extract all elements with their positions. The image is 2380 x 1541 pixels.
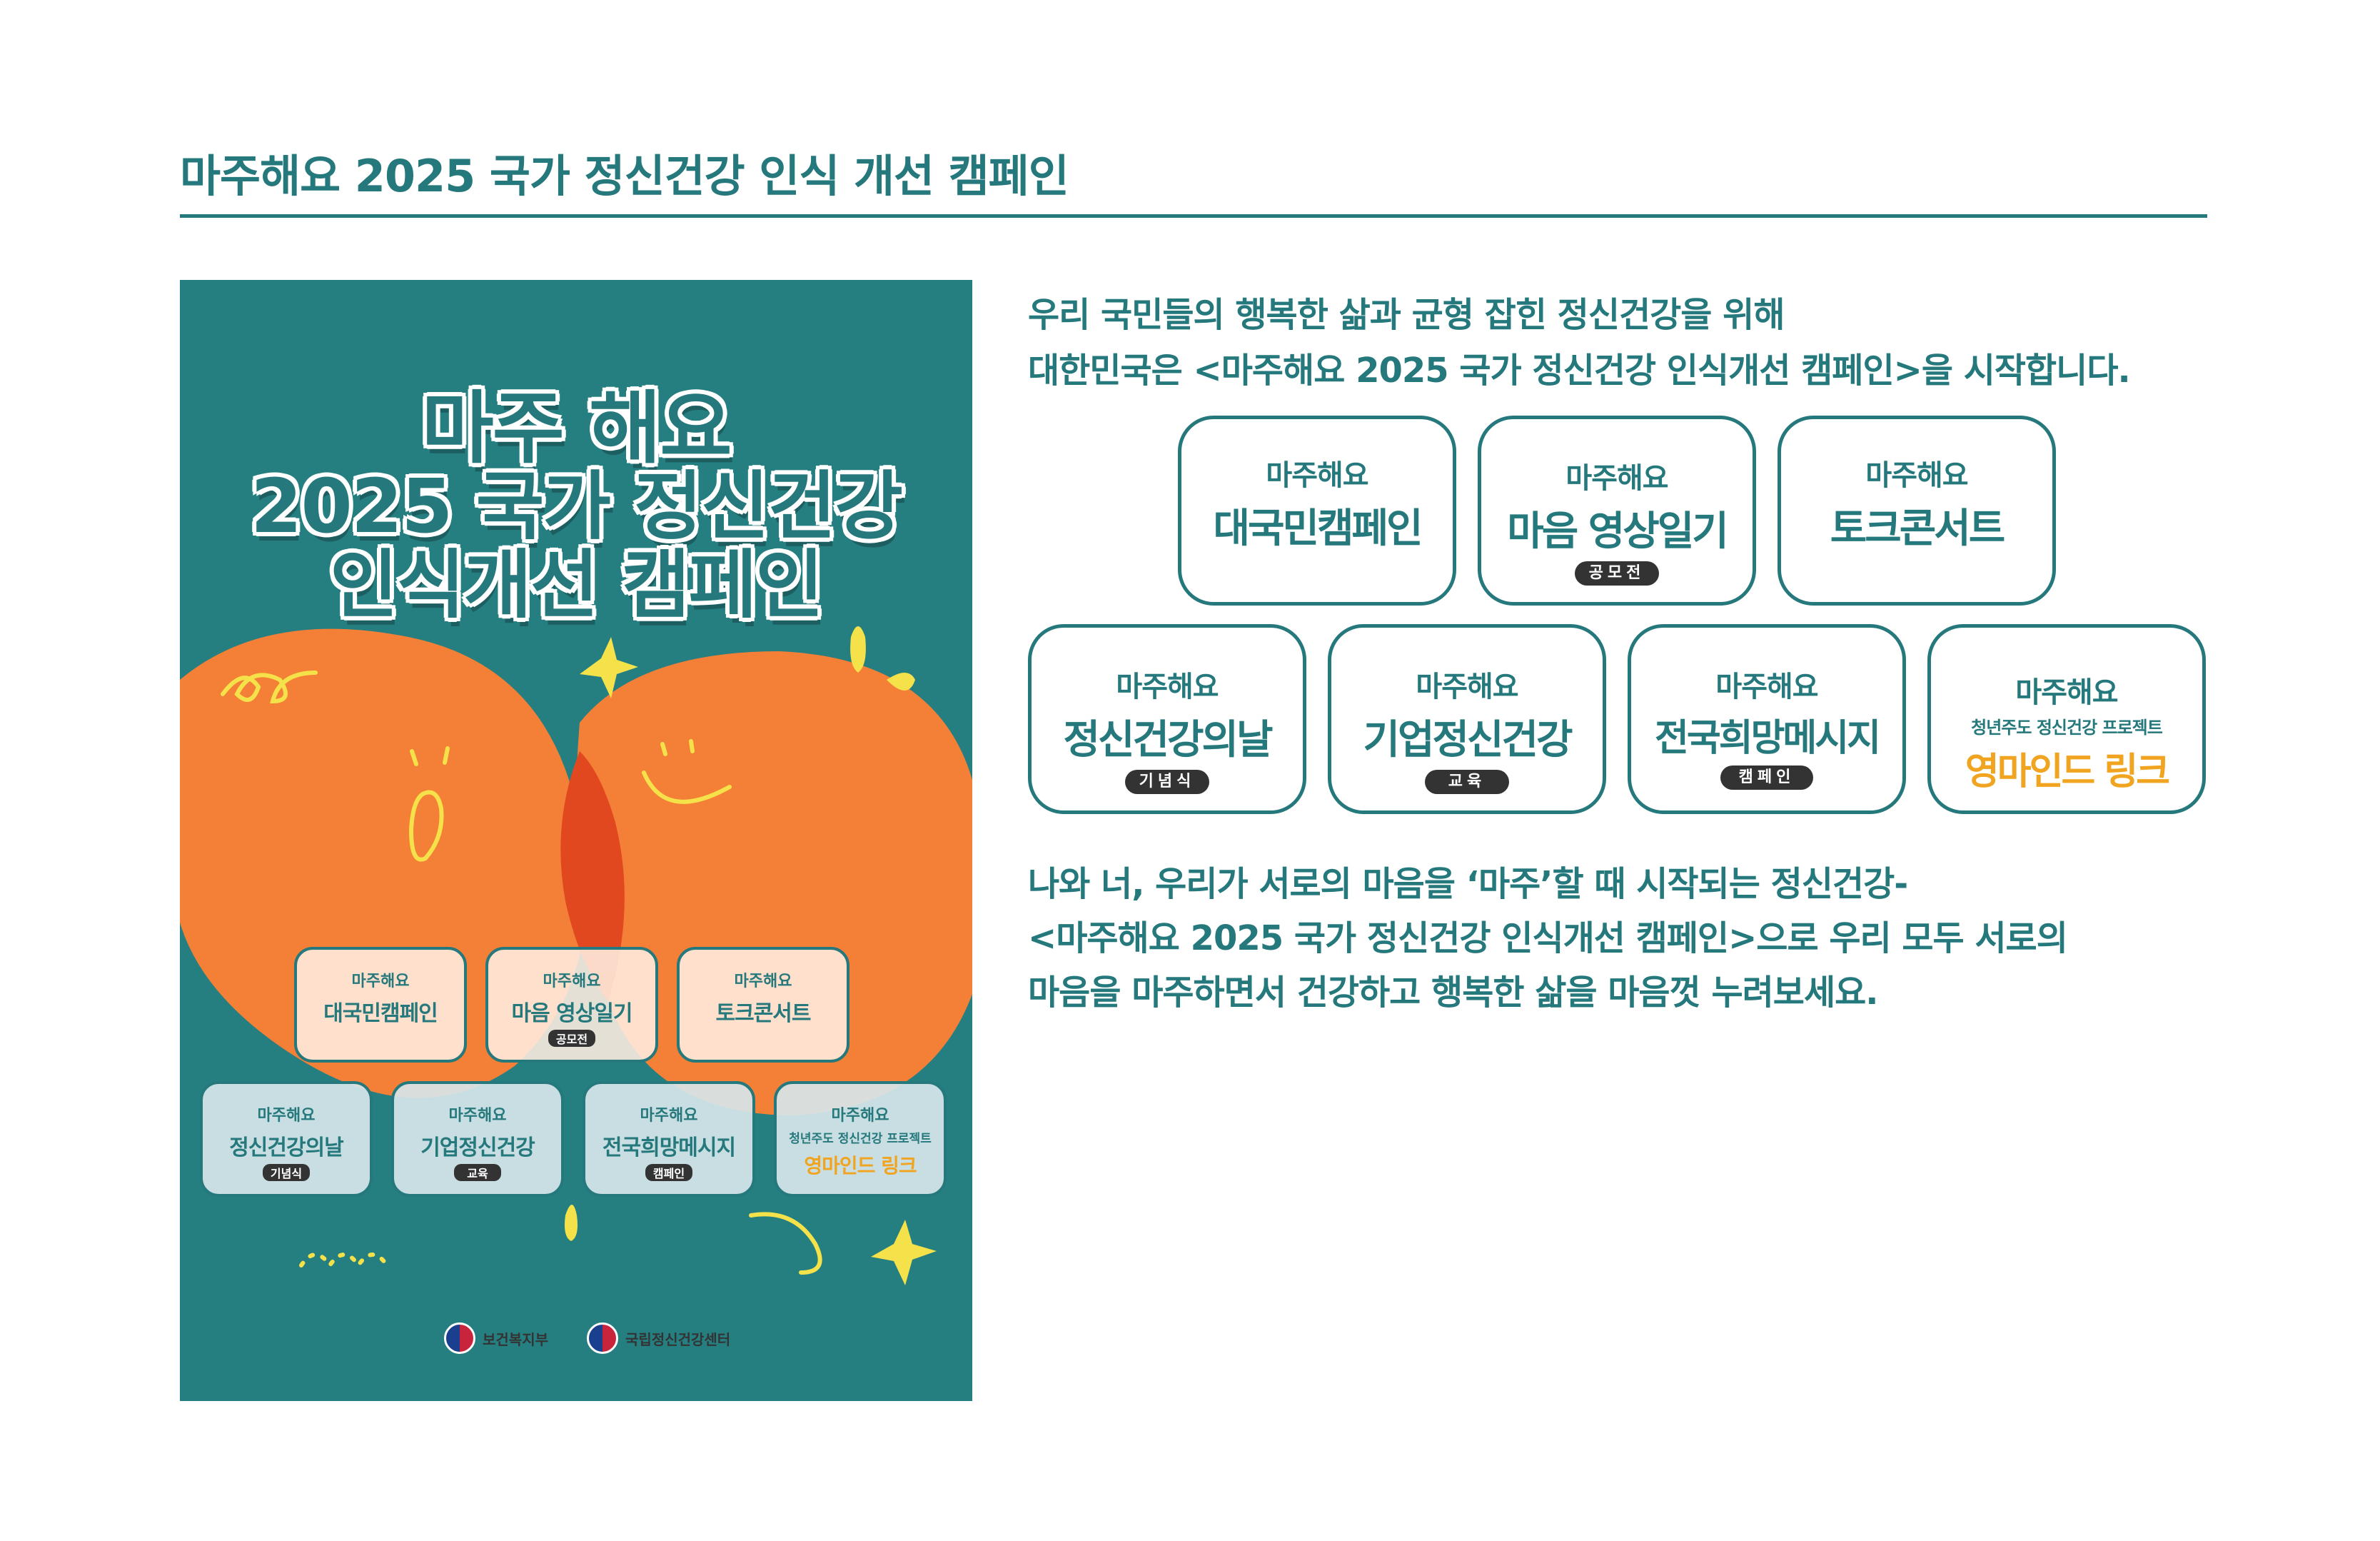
badge-sub: 교육 xyxy=(1425,770,1509,794)
mini-sub: 교육 xyxy=(454,1164,501,1181)
badge-brand: 마주해요 xyxy=(1565,462,1668,495)
poster-card-6: 마주해요 전국희망메시지 캠페인 xyxy=(583,1081,755,1197)
poster-title-brand: 마주 해요 xyxy=(421,383,732,474)
star-decoration xyxy=(580,637,638,698)
mini-name: 토크콘서트 xyxy=(715,1001,812,1026)
badge-brand: 마주해요 xyxy=(2015,676,2118,709)
badge-campaign: 마주해요 대국민캠페인 xyxy=(1178,416,1456,606)
badge-corporate-education: 마주해요 기업정신건강 교육 xyxy=(1328,624,1606,814)
campaign-poster: 마주 해요 2025 국가 정신건강 인식개선 캠페인 마주해요 대국민캠페인 … xyxy=(180,280,972,1401)
mini-brand: 마주해요 xyxy=(734,973,792,990)
mini-sub: 기념식 xyxy=(263,1164,310,1181)
intro-line-1: 우리 국민들의 행복한 삶과 균형 잡힌 정신건강을 위해 xyxy=(1028,295,1785,335)
outro-line-1: 나와 너, 우리가 서로의 마음을 ‘마주’할 때 시작되는 정신건강- xyxy=(1028,864,1908,904)
taegeuk-icon xyxy=(444,1322,475,1354)
footer-logo-mohw: 보건복지부 xyxy=(444,1322,548,1354)
overlap-shape xyxy=(560,751,625,1001)
left-face-shape xyxy=(180,628,587,1098)
mini-sub: 캠페인 xyxy=(645,1164,692,1181)
poster-title-line2: 2025 국가 정신건강 xyxy=(251,463,903,550)
footer-logo-text: 보건복지부 xyxy=(483,1330,548,1348)
badge-brand: 마주해요 xyxy=(1715,671,1818,703)
mini-brand: 마주해요 xyxy=(448,1107,507,1125)
poster-artwork xyxy=(180,280,972,1401)
mini-name: 기업정신건강 xyxy=(420,1135,535,1160)
badge-brand: 마주해요 xyxy=(1865,459,1968,492)
poster-card-3: 마주해요 토크콘서트 xyxy=(677,947,849,1063)
badge-mental-health-day: 마주해요 정신건강의날 기념식 xyxy=(1028,624,1306,814)
badge-brand: 마주해요 xyxy=(1266,459,1368,492)
right-face-doodle xyxy=(642,739,732,804)
curl-decoration xyxy=(749,1212,822,1275)
poster-card-5: 마주해요 기업정신건강 교육 xyxy=(391,1081,564,1197)
page-title: 마주해요 2025 국가 정신건강 인식 개선 캠페인 xyxy=(180,150,1069,202)
badge-talk-concert: 마주해요 토크콘서트 xyxy=(1778,416,2056,606)
outro-line-2: <마주해요 2025 국가 정신건강 인식개선 캠페인>으로 우리 모두 서로의 xyxy=(1028,918,2068,958)
badge-top: 청년주도 정신건강 프로젝트 xyxy=(1971,718,2163,738)
mini-brand: 마주해요 xyxy=(351,973,410,990)
outro-text: 나와 너, 우리가 서로의 마음을 ‘마주’할 때 시작되는 정신건강- <마주… xyxy=(1028,857,2227,1020)
title-divider xyxy=(180,214,2207,218)
dots-decoration xyxy=(299,1253,389,1270)
poster-card-7: 마주해요 청년주도 정신건강 프로젝트 영마인드 링크 xyxy=(774,1081,947,1197)
badge-name: 기업정신건강 xyxy=(1363,717,1573,763)
footer-logo-ncmh: 국립정신건강센터 xyxy=(587,1322,730,1354)
mini-name: 대국민캠페인 xyxy=(323,1001,438,1026)
drop-decoration xyxy=(850,626,866,673)
poster-card-2: 마주해요 마음 영상일기 공모전 xyxy=(485,947,658,1063)
badge-name: 전국희망메시지 xyxy=(1655,717,1881,760)
mini-brand: 마주해요 xyxy=(640,1107,698,1125)
right-face-shape xyxy=(576,651,972,1115)
badge-sub: 캠페인 xyxy=(1720,766,1813,790)
mini-sub: 공모전 xyxy=(548,1030,595,1047)
badge-young-mind-link: 마주해요 청년주도 정신건강 프로젝트 영마인드 링크 xyxy=(1927,624,2206,814)
badge-sub: 공모전 xyxy=(1575,561,1659,586)
mini-brand: 마주해요 xyxy=(257,1107,316,1125)
badge-name: 마음 영상일기 xyxy=(1507,508,1729,555)
mini-brand: 마주해요 xyxy=(543,973,601,990)
poster-card-1: 마주해요 대국민캠페인 xyxy=(294,947,467,1063)
mini-name: 전국희망메시지 xyxy=(602,1135,736,1160)
intro-line-2: 대한민국은 <마주해요 2025 국가 정신건강 인식개선 캠페인>을 시작합니… xyxy=(1028,351,2131,391)
mini-name: 정신건강의날 xyxy=(229,1135,344,1160)
poster-title-line3: 인식개선 캠페인 xyxy=(330,541,824,628)
squiggle-decoration xyxy=(221,671,318,704)
poster-card-4: 마주해요 정신건강의날 기념식 xyxy=(200,1081,373,1197)
intro-text: 우리 국민들의 행복한 삶과 균형 잡힌 정신건강을 위해 대한민국은 <마주해… xyxy=(1028,287,2227,398)
mini-brand: 마주해요 xyxy=(831,1107,889,1125)
mini-top: 청년주도 정신건강 프로젝트 xyxy=(789,1132,932,1146)
mini-name: 영마인드 링크 xyxy=(804,1154,917,1178)
sparkle-decoration xyxy=(871,1220,937,1285)
badge-name: 영마인드 링크 xyxy=(1965,751,2170,793)
badge-sub: 기념식 xyxy=(1125,770,1209,794)
left-face-doodle xyxy=(408,746,450,862)
badge-name: 정신건강의날 xyxy=(1063,717,1273,763)
badge-brand: 마주해요 xyxy=(1416,671,1518,703)
footer-logo-text: 국립정신건강센터 xyxy=(625,1330,731,1348)
badge-name: 토크콘서트 xyxy=(1830,506,2006,552)
drop-decoration-3 xyxy=(565,1205,578,1241)
mini-name: 마음 영상일기 xyxy=(511,1001,632,1026)
badge-name: 대국민캠페인 xyxy=(1213,506,1423,552)
outro-line-3: 마음을 마주하면서 건강하고 행복한 삶을 마음껏 누려보세요. xyxy=(1028,973,1879,1013)
taegeuk-icon xyxy=(587,1322,618,1354)
badge-brand: 마주해요 xyxy=(1116,671,1219,703)
badge-hope-message: 마주해요 전국희망메시지 캠페인 xyxy=(1628,624,1906,814)
drop-decoration-2 xyxy=(887,673,915,691)
badge-video-diary: 마주해요 마음 영상일기 공모전 xyxy=(1478,416,1756,606)
